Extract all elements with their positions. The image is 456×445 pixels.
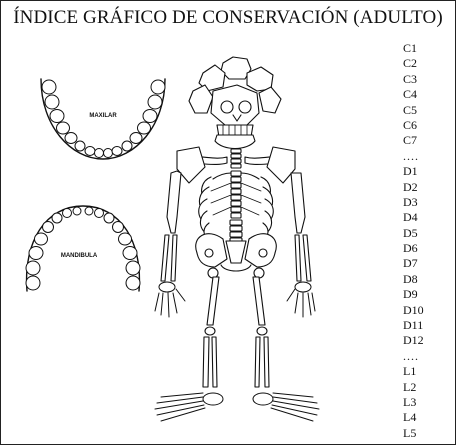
maxilar-label: MAXILAR: [89, 113, 117, 119]
cervical-vertebrae: [231, 149, 241, 168]
vertebra-label: D6: [403, 241, 453, 256]
scapula-right: [267, 147, 295, 183]
vertebra-separator: ....: [403, 149, 453, 164]
vertebra-label: D3: [403, 195, 453, 210]
vertebra-label: L4: [403, 410, 453, 425]
mandibular-arch: MANDIBULA: [26, 206, 140, 291]
vertebra-label: D4: [403, 210, 453, 225]
skeleton: [155, 57, 319, 421]
vertebra-label: L3: [403, 395, 453, 410]
vertebra-label: D1: [403, 164, 453, 179]
maxillary-arch: MAXILAR: [41, 79, 165, 159]
vertebra-label: D9: [403, 287, 453, 302]
vertebra-label: D2: [403, 180, 453, 195]
hand-right: [287, 282, 315, 317]
vertebra-label: L5: [403, 426, 453, 441]
leg-right: [253, 268, 269, 387]
arm-left: [161, 171, 181, 281]
femur-left: [207, 277, 219, 325]
arm-right: [291, 173, 311, 281]
skull: [189, 57, 281, 149]
hand-left: [155, 282, 185, 317]
vertebra-label: D12: [403, 333, 453, 348]
vertebra-label: D5: [403, 226, 453, 241]
scapula-left: [177, 147, 205, 183]
mandibula-label: MANDIBULA: [61, 253, 98, 259]
patella-right: [257, 327, 267, 335]
vertebra-label: C5: [403, 103, 453, 118]
vertebra-separator: ....: [403, 349, 453, 364]
vertebra-label: L1: [403, 364, 453, 379]
leg-left: [203, 268, 219, 387]
vertebra-label: D11: [403, 318, 453, 333]
foot-left: [155, 393, 223, 421]
vertebra-label: C7: [403, 133, 453, 148]
vertebra-label: C3: [403, 72, 453, 87]
vertebra-label: D8: [403, 272, 453, 287]
femur-right: [253, 277, 265, 325]
thoracic-vertebrae: [231, 171, 241, 218]
vertebra-label: C6: [403, 118, 453, 133]
mandibular-teeth: [26, 207, 140, 290]
sacrum: [226, 241, 246, 263]
vertebra-label: C4: [403, 87, 453, 102]
foot-right: [253, 393, 319, 421]
vertebra-label: C1: [403, 41, 453, 56]
vertebra-label: L2: [403, 380, 453, 395]
vertebra-label: D10: [403, 303, 453, 318]
patella-left: [205, 327, 215, 335]
vertebra-label: D7: [403, 256, 453, 271]
vertebra-label: C2: [403, 56, 453, 71]
